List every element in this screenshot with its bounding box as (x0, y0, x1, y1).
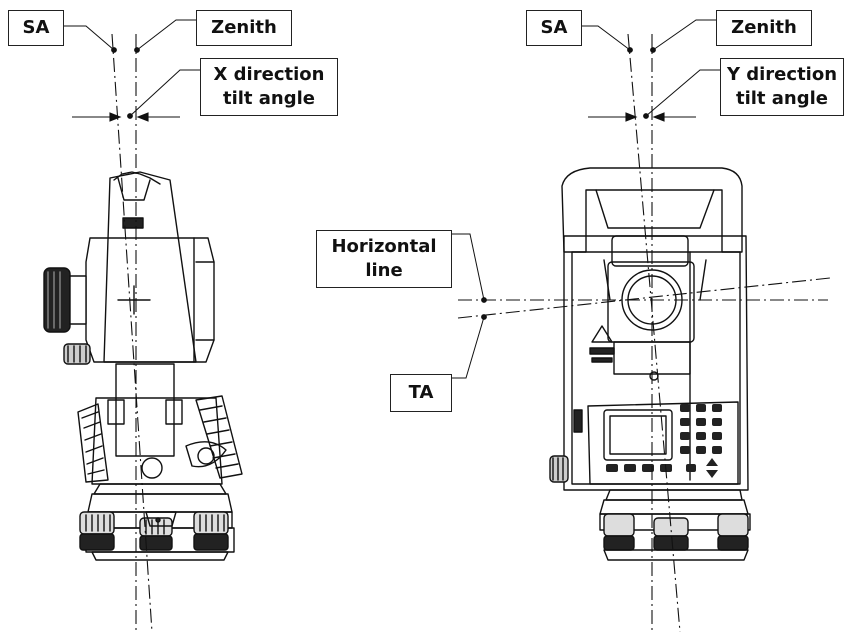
left-x-tilt-label: X direction tilt angle (200, 58, 338, 116)
right-zenith-label: Zenith (716, 10, 812, 46)
right-instrument-front-view (549, 167, 751, 561)
tilt-angle-arrows (72, 112, 696, 122)
left-instrument-side-view (43, 171, 243, 561)
left-knobs (43, 267, 91, 365)
horizontal-line-label: Horizontal line (316, 230, 452, 288)
right-foot-screws (603, 513, 749, 551)
right-y-tilt-label: Y direction tilt angle (720, 58, 844, 116)
leader-lines (64, 19, 720, 379)
ta-label: TA (390, 374, 452, 412)
ta-axis-line (457, 277, 831, 319)
right-sa-label: SA (526, 10, 582, 46)
left-zenith-label: Zenith (196, 10, 292, 46)
left-sa-label: SA (8, 10, 64, 46)
left-sa-axis-line (111, 33, 153, 633)
left-foot-screws (79, 511, 229, 551)
reference-lines (111, 33, 831, 633)
right-keyboard-panel (587, 401, 739, 485)
left-side-grips (77, 395, 243, 483)
right-sa-axis-line (627, 33, 681, 633)
